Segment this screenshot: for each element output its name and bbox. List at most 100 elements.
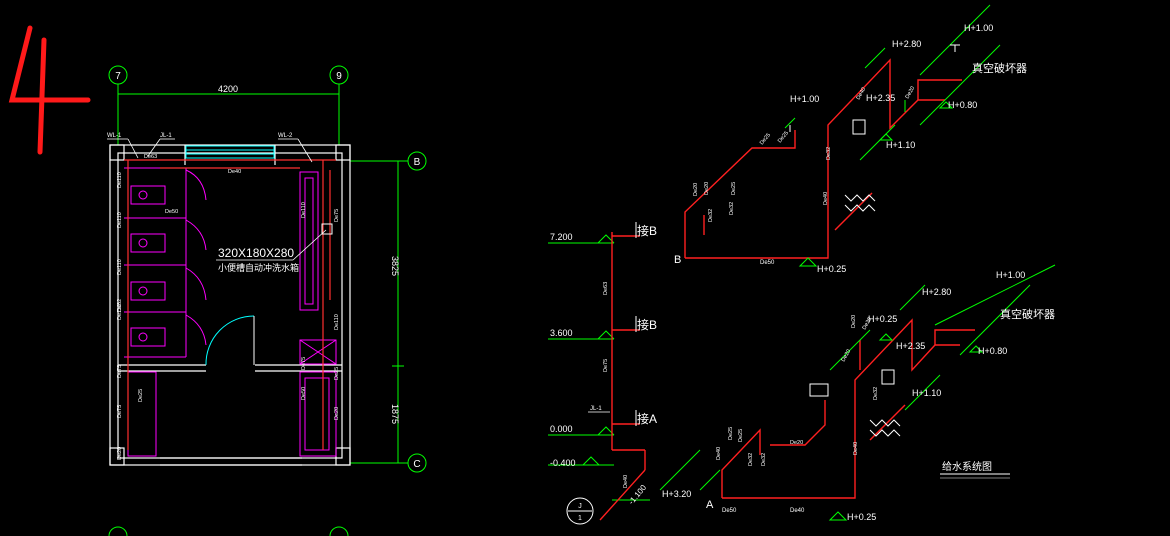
sysa-vac: 真空破坏器 <box>1000 307 1055 321</box>
legend-title: 给水系统图 <box>942 460 992 473</box>
sysb-h110: H+1.10 <box>886 140 915 150</box>
axis-label-b: B <box>414 157 421 168</box>
pipe-size-label: De110 <box>334 314 340 330</box>
sysb-h280: H+2.80 <box>892 39 921 49</box>
sysb-h100b: H+1.00 <box>964 23 993 33</box>
axis-label-7: 7 <box>115 71 121 82</box>
tank-size: 320X180X280 <box>218 246 294 260</box>
sysb-h235: H+2.35 <box>866 93 895 103</box>
pipe-size-label: De75 <box>334 209 340 222</box>
pipe-size-label: De25 <box>138 389 144 402</box>
pipe-size-label: De32 <box>708 209 714 222</box>
pipe-size-label: De20 <box>117 447 123 460</box>
axis-bubble-7-bottom <box>108 526 128 536</box>
pipe-size-label: De50 <box>165 209 178 215</box>
pipe-size-label: De110 <box>117 259 123 275</box>
label-jl1: JL-1 <box>160 133 172 139</box>
system-a: H+2.80 H+0.25 H+1.00 H+2.35 H+0.80 H+1.1… <box>659 264 1056 522</box>
pipe-size-label: De32 <box>729 202 735 215</box>
sysa-h320: H+3.20 <box>662 489 691 499</box>
conn-b2: 接B <box>637 317 657 332</box>
sysa-h110: H+1.10 <box>912 388 941 398</box>
elev-neg0400: -0.400 <box>550 458 576 468</box>
pipe-size-label: De50 <box>301 387 307 400</box>
axis-bubble-9-bottom <box>329 526 349 536</box>
riser-diagram: 7.200 3.600 0.000 -0.400 -1.100 接B 接B 接A… <box>548 222 657 525</box>
pipe-size-label: De32 <box>761 453 767 466</box>
pipe-size-label: De75 <box>603 359 609 372</box>
label-wl2: WL-2 <box>278 133 293 139</box>
pipe-size-label: De40 <box>716 447 722 460</box>
sysb-h025: H+0.25 <box>817 264 846 274</box>
pipe-size-label: De25 <box>731 182 737 195</box>
pipe-size-label: De75 <box>117 405 123 418</box>
pipe-size-label: De40 <box>228 169 241 175</box>
jl-label: JL-1 <box>590 406 602 412</box>
annotation-number <box>8 25 91 155</box>
axis-label-9: 9 <box>336 71 342 82</box>
plan-pipe-labels: De63De40De50De110De110De110De110De32De75… <box>117 154 340 460</box>
pipe-size-label: De63 <box>144 154 157 160</box>
pipe-size-label: De75 <box>117 365 123 378</box>
pipe-size-label: De40 <box>853 442 859 455</box>
pipe-size-label: De25 <box>777 130 790 144</box>
axis-label-c: C <box>413 459 420 470</box>
pipe-size-label: De20 <box>704 182 710 195</box>
pipe-size-label: De20 <box>841 349 853 363</box>
pipe-size-label: De20 <box>851 315 857 328</box>
sysa-h235: H+2.35 <box>896 341 925 351</box>
pipe-size-label: De75 <box>301 357 307 370</box>
pipe-size-label: De110 <box>117 212 123 228</box>
pipe-size-label: De63 <box>603 282 609 295</box>
dim-upper: 3825 <box>390 256 400 276</box>
sysa-de50: De50 <box>722 508 737 514</box>
sysb-h080: H+0.80 <box>948 100 977 110</box>
sysb-de50: De50 <box>760 260 775 266</box>
section-den: 1 <box>578 515 582 522</box>
pipe-size-label: De110 <box>301 202 307 218</box>
sysa-label-a: A <box>706 499 714 511</box>
sysb-vac: 真空破坏器 <box>972 61 1027 75</box>
pipe-size-label: De20 <box>862 317 874 331</box>
elev-7200: 7.200 <box>550 232 573 242</box>
sysa-h025b: H+0.25 <box>847 512 876 522</box>
elev-3600: 3.600 <box>550 328 573 338</box>
sysa-de40: De40 <box>790 508 805 514</box>
system-b: H+1.00 H+2.80 H+1.00 H+2.35 H+0.80 H+1.1… <box>674 4 1027 274</box>
elev-0000: 0.000 <box>550 424 573 434</box>
sysa-h025: H+0.25 <box>868 314 897 324</box>
sysa-h100: H+1.00 <box>996 270 1025 280</box>
pipe-size-label: De40 <box>823 192 829 205</box>
pipe-size-label: De25 <box>728 427 734 440</box>
pipe-size-label: De32 <box>826 147 832 160</box>
pipe-size-label: De32 <box>748 453 754 466</box>
pipe-size-label: De110 <box>117 304 123 320</box>
pipe-size-label: De20 <box>790 440 803 446</box>
pipe-size-label: De32 <box>117 299 123 312</box>
sysa-h080: H+0.80 <box>978 346 1007 356</box>
label-wl1: WL-1 <box>107 133 122 139</box>
conn-a: 接A <box>637 411 657 426</box>
conn-b1: 接B <box>637 223 657 238</box>
pipe-size-label: De40 <box>623 475 629 488</box>
sysb-label-b: B <box>674 254 681 266</box>
pipe-size-label: De25 <box>759 132 772 146</box>
pipe-size-label: De25 <box>738 429 744 442</box>
pipe-size-label: De25 <box>334 367 340 380</box>
pipe-size-label: De32 <box>873 387 879 400</box>
section-bubble <box>566 497 594 525</box>
pipe-size-label: De40 <box>856 87 868 101</box>
pipe-size-label: De110 <box>117 172 123 188</box>
sysb-h100: H+1.00 <box>790 94 819 104</box>
dim-lower: 1875 <box>390 404 400 424</box>
pipe-size-label: De20 <box>905 86 917 100</box>
tank-note: 小便槽自动冲洗水箱 <box>218 262 299 273</box>
section-num: J <box>578 503 582 510</box>
dim-width: 4200 <box>218 84 238 94</box>
sysa-h280: H+2.80 <box>922 287 951 297</box>
pipe-size-label: De20 <box>693 183 699 196</box>
